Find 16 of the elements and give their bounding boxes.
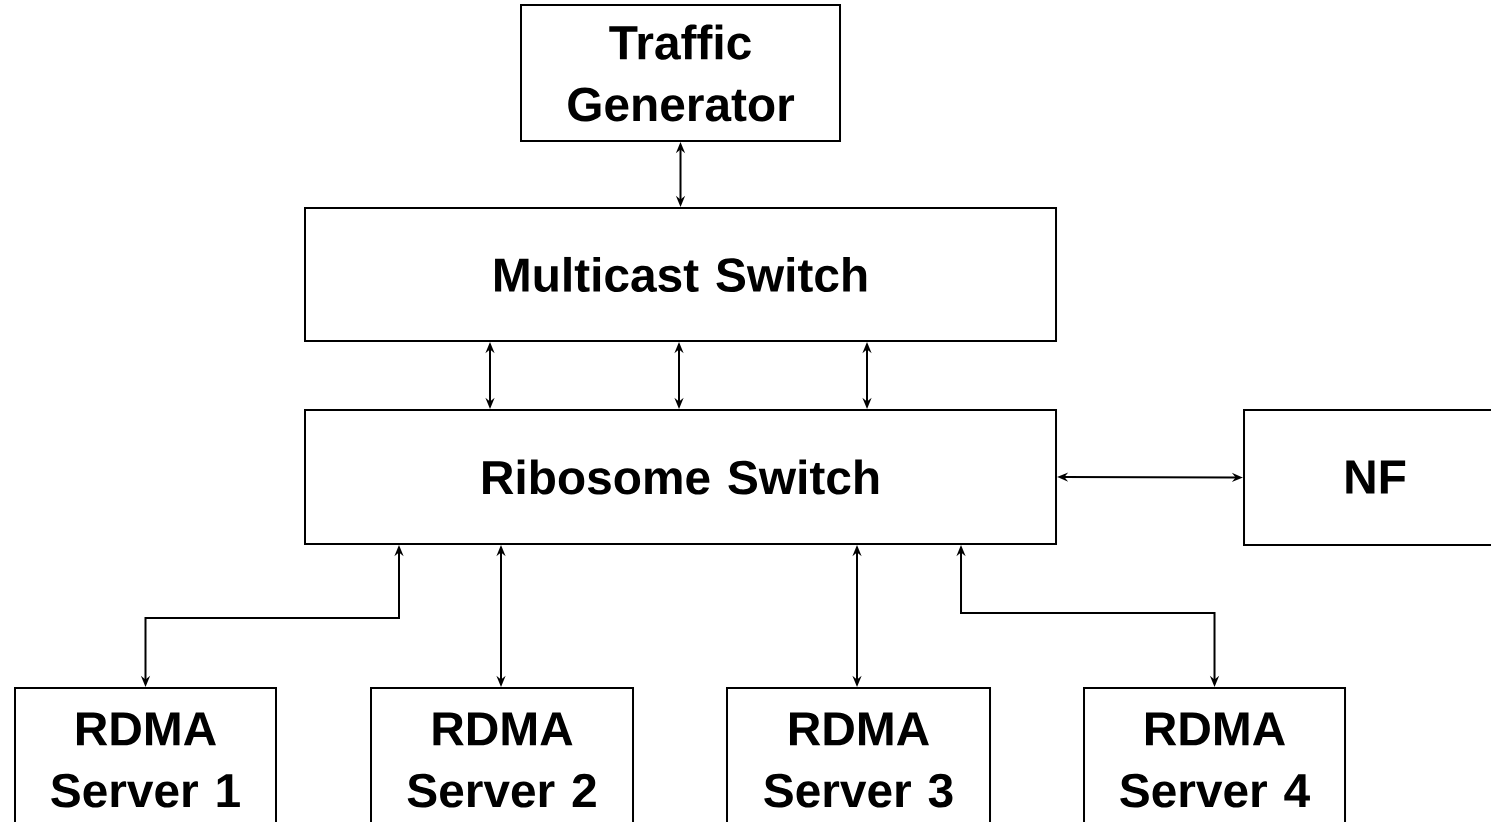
node-label: Multicast Switch	[495, 256, 867, 293]
process-box	[726, 687, 991, 822]
process-box	[1083, 687, 1346, 822]
process-box	[304, 409, 1057, 545]
node-label: Traffic Generator	[568, 24, 795, 122]
process-box	[520, 4, 841, 142]
process-box	[370, 687, 634, 822]
node-label: RDMA Server 3	[764, 712, 953, 808]
node-label: RDMA Server 2	[407, 712, 596, 808]
node-label: RDMA Server 1	[51, 712, 240, 808]
node-label: RDMA Server 4	[1120, 712, 1310, 808]
process-box	[1243, 409, 1491, 546]
process-box	[14, 687, 277, 822]
process-box	[304, 207, 1057, 342]
node-label: NF	[1346, 460, 1406, 494]
node-label: Ribosome Switch	[483, 459, 879, 495]
